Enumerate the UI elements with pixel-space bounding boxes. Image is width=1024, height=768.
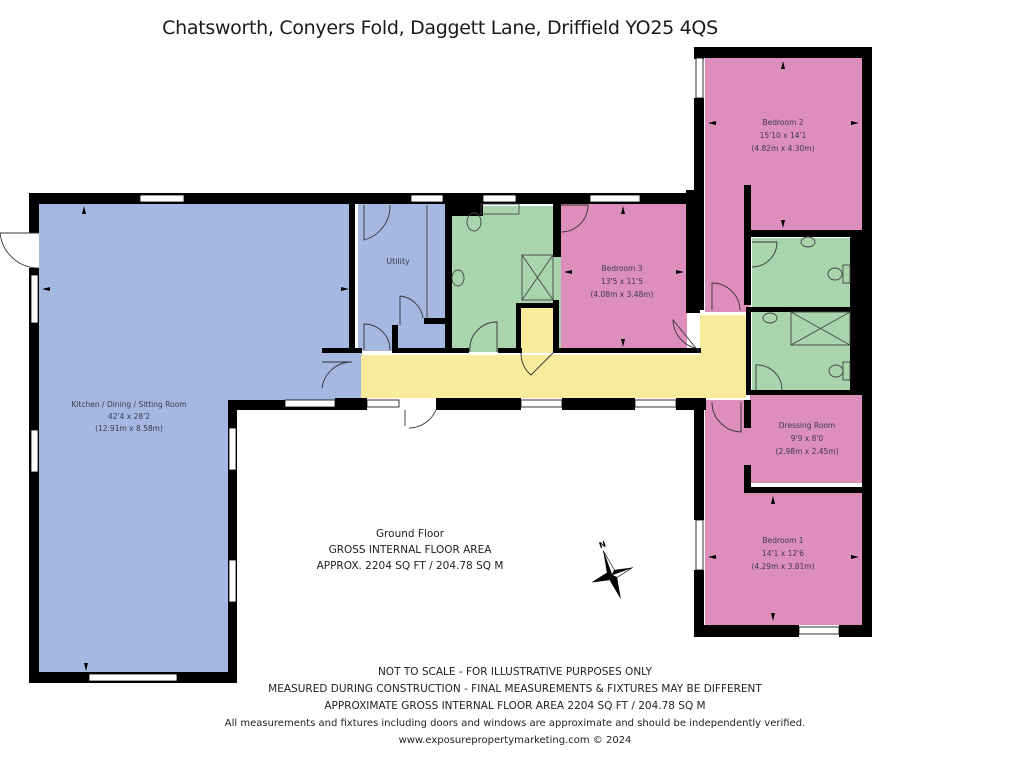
ensuite-1-door [751, 241, 778, 268]
dressing-room[interactable] [750, 395, 862, 483]
dimension-markers [42, 61, 859, 671]
windows [30, 57, 840, 682]
disclaimer-footer: NOT TO SCALE - FOR ILLUSTRATIVE PURPOSES… [170, 664, 860, 749]
ensuite-2-door [755, 364, 783, 391]
fixtures [426, 203, 851, 381]
front-door [0, 232, 40, 269]
utility-door-bottom [363, 323, 391, 351]
lobby-door [321, 361, 353, 389]
kitchen-room[interactable] [39, 203, 352, 672]
bedroom-2-imperial: 15'10 x 14'1 [760, 131, 807, 140]
dressing-room-metric: (2.98m x 2.45m) [775, 447, 838, 456]
ensuite-2[interactable] [752, 312, 850, 390]
bedroom-3-door [672, 318, 701, 354]
bedroom-3-door-top [560, 204, 589, 233]
lobby-area [352, 350, 362, 400]
bedroom-3-metric: (4.08m x 3.48m) [590, 290, 653, 299]
page-title: Chatsworth, Conyers Fold, Daggett Lane, … [162, 17, 718, 39]
compass-icon: N [591, 540, 633, 600]
bedroom-3-room[interactable] [561, 203, 687, 352]
floor-name: Ground Floor [375, 528, 445, 540]
bedroom-1-metric: (4.29m x 3.81m) [751, 562, 814, 571]
kitchen-metric: (12.91m x 8.58m) [95, 424, 163, 433]
hallway[interactable] [361, 315, 746, 398]
disclaimer-line-1: NOT TO SCALE - FOR ILLUSTRATIVE PURPOSES… [377, 666, 653, 678]
bedroom-1-imperial: 14'1 x 12'6 [762, 549, 804, 558]
floor-area-summary: Ground Floor GROSS INTERNAL FLOOR AREA A… [280, 526, 540, 574]
bedroom-2-metric: (4.82m x 4.30m) [751, 144, 814, 153]
kitchen-label: Kitchen / Dining / Sitting Room [71, 400, 186, 409]
doors[interactable] [0, 204, 783, 433]
kitchen-imperial: 42'4 x 28'2 [108, 412, 150, 421]
gia-value: APPROX. 2204 SQ FT / 204.78 SQ M [316, 560, 504, 572]
bedroom-1-label: Bedroom 1 [762, 536, 803, 545]
utility-label: Utility [386, 257, 410, 266]
bedroom-1-room[interactable] [705, 400, 862, 625]
bedroom-1-door [711, 401, 742, 433]
bedroom-2-label: Bedroom 2 [762, 118, 803, 127]
utility-door-top [363, 204, 391, 241]
walls [29, 47, 872, 683]
cupboard[interactable] [521, 307, 553, 353]
bathroom-door [469, 321, 498, 353]
room-fills [39, 58, 862, 672]
compass-north-label: N [598, 540, 607, 551]
website-link[interactable]: www.exposurepropertymarketing.com © 2024 [398, 735, 632, 746]
room-labels: Kitchen / Dining / Sitting Room 42'4 x 2… [71, 118, 838, 571]
dressing-room-label: Dressing Room [779, 421, 835, 430]
dressing-room-imperial: 9'9 x 8'0 [791, 434, 824, 443]
bedroom-2-door [711, 282, 741, 311]
disclaimer-line-4: All measurements and fixtures including … [224, 718, 806, 729]
cupboard-door [520, 352, 554, 376]
gia-label: GROSS INTERNAL FLOOR AREA [328, 544, 492, 556]
bedroom-3-imperial: 13'5 x 11'5 [601, 277, 643, 286]
utility-inner-door [399, 295, 424, 325]
side-door [404, 409, 437, 429]
disclaimer-line-2: MEASURED DURING CONSTRUCTION - FINAL MEA… [268, 683, 762, 695]
ensuite-1[interactable] [752, 238, 850, 308]
bedroom-3-label: Bedroom 3 [601, 264, 642, 273]
disclaimer-line-3: APPROXIMATE GROSS INTERNAL FLOOR AREA 22… [324, 700, 706, 712]
utility-room[interactable] [358, 203, 448, 351]
